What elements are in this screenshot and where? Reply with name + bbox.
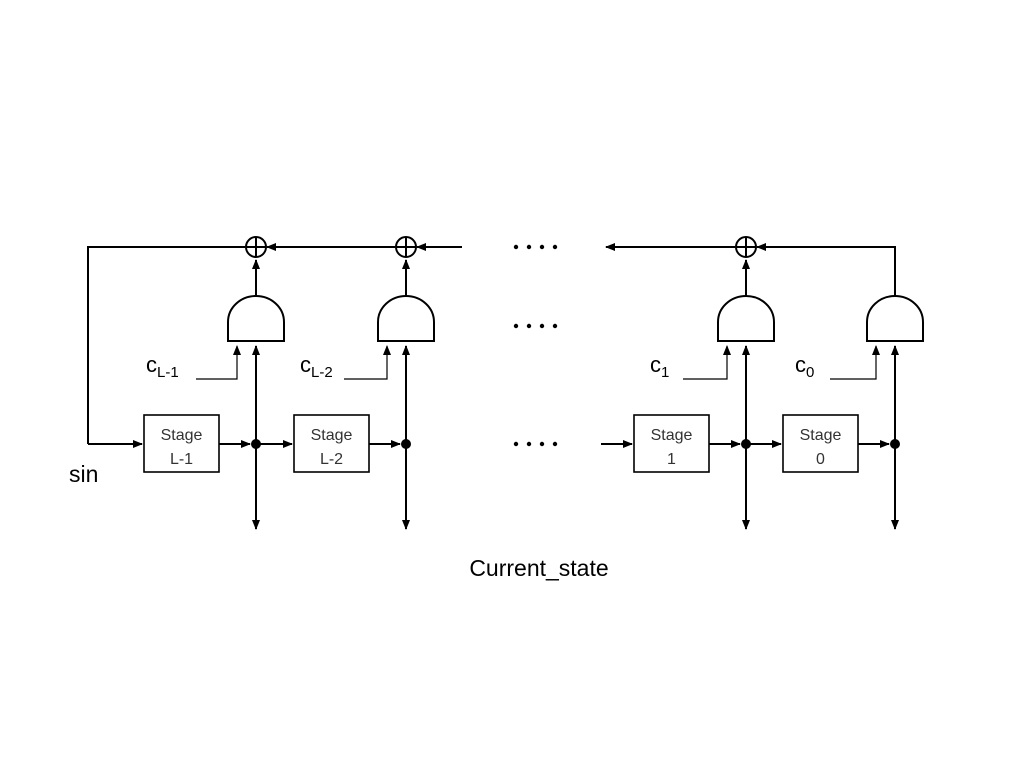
stage-label-l-1-line2: L-1	[170, 451, 193, 468]
and-gate-4	[866, 295, 924, 342]
ellipsis-bottom	[513, 441, 558, 447]
stage-box-l-2: Stage L-2	[293, 414, 370, 473]
input-label-sin: sin	[69, 461, 98, 487]
coef-wire-4	[830, 345, 880, 380]
coef-wire-1	[196, 345, 241, 380]
coef-label-0: c0	[795, 352, 814, 381]
stage-label-l-2-line1: Stage	[311, 427, 353, 444]
xor-gate-3	[735, 236, 757, 258]
coef-label-l-1: cL-1	[146, 352, 179, 381]
xor-gate-2	[395, 236, 417, 258]
coef-sub-0: 0	[806, 364, 814, 381]
coef-wire-3	[683, 345, 731, 380]
stage-label-0-line1: Stage	[800, 427, 842, 444]
xor-gate-1	[245, 236, 267, 258]
coef-label-l-2: cL-2	[300, 352, 333, 381]
output-label-current-state: Current_state	[469, 555, 608, 581]
and-gate-2	[377, 259, 435, 342]
and-gate-1	[227, 259, 285, 342]
stage-box-l-1: Stage L-1	[143, 414, 220, 473]
coef-base-l-2: c	[300, 352, 311, 377]
ellipsis-middle	[513, 323, 558, 329]
coef-sub-1: 1	[661, 364, 669, 381]
ellipsis-top	[513, 244, 558, 250]
tap-wires	[252, 345, 899, 444]
stage-label-l-2-line2: L-2	[320, 451, 343, 468]
and-gate-3	[717, 259, 775, 342]
coef-wire-2	[344, 345, 391, 380]
stage-label-1-line2: 1	[667, 451, 676, 468]
coef-label-1: c1	[650, 352, 669, 381]
coef-base-1: c	[650, 352, 661, 377]
stage-label-1-line1: Stage	[651, 427, 693, 444]
stage-label-0-line2: 0	[816, 451, 825, 468]
coef-base-l-1: c	[146, 352, 157, 377]
coef-base-0: c	[795, 352, 806, 377]
output-taps	[252, 444, 899, 530]
stage-box-1: Stage 1	[633, 414, 710, 473]
coef-sub-l-1: L-1	[157, 364, 179, 381]
stage-box-0: Stage 0	[782, 414, 859, 473]
feedback-line	[87, 243, 896, 444]
coef-sub-l-2: L-2	[311, 364, 333, 381]
stage-label-l-1-line1: Stage	[161, 427, 203, 444]
